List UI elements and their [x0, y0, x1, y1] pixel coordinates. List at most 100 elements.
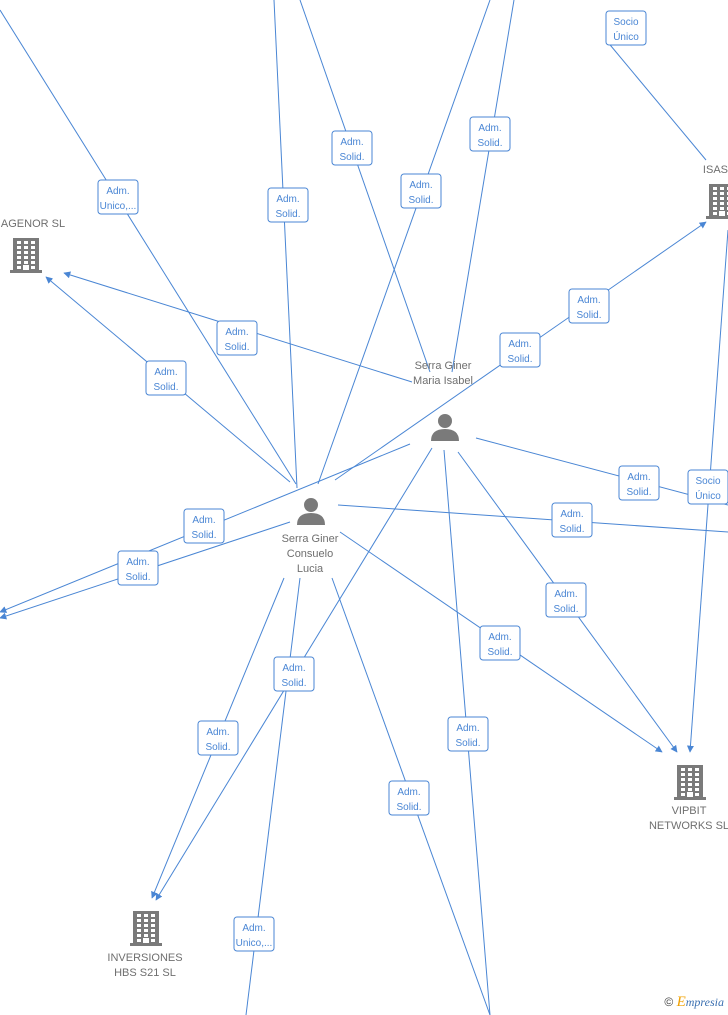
edge-label-text: Adm. — [282, 663, 305, 674]
edge-label-text: Único — [695, 489, 721, 502]
node-label: NETWORKS SL — [649, 820, 728, 832]
copyright-symbol: © — [664, 995, 674, 1009]
edge-label-text: Solid. — [626, 487, 651, 498]
edge-label-text: Único — [613, 30, 639, 43]
edge-line — [337, 504, 728, 533]
node-label: INVERSIONES — [107, 952, 182, 964]
edge-label[interactable]: Adm. Solid. — [267, 187, 309, 223]
edge-label-text: Adm. — [340, 137, 363, 148]
edge-label[interactable]: Adm. Unico,... — [97, 179, 139, 215]
edge-label-text: Solid. — [553, 604, 578, 615]
node-label: Lucia — [297, 563, 324, 575]
node-label: AGENOR SL — [1, 218, 65, 230]
nodes-layer: AGENOR SL ISAS VIPBIT NETWORKS SL INVERSIONE… — [1, 164, 728, 979]
edge-line — [475, 437, 728, 506]
edge-label-text: Adm. — [554, 589, 577, 600]
edge-label-text: Solid. — [153, 382, 178, 393]
edge-label[interactable]: Adm. Solid. — [447, 716, 489, 752]
edge-labels-layer: SocioÚnicoAdm.Solid.Adm.Solid.Adm.Solid.… — [97, 10, 728, 952]
brand-name: mpresia — [685, 995, 724, 1009]
edge-label-text: Solid. — [576, 310, 601, 321]
edge-label-text: Solid. — [396, 802, 421, 813]
edge-label-text: Adm. — [488, 632, 511, 643]
node-label: HBS S21 SL — [114, 967, 176, 979]
node-vipbit[interactable]: VIPBIT NETWORKS SL — [649, 765, 728, 832]
edge-label-text: Unico,... — [100, 201, 137, 212]
edge-label-text: Adm. — [154, 367, 177, 378]
edge-label[interactable]: Adm. Solid. — [469, 116, 511, 152]
edge-line — [605, 39, 707, 161]
edge-label-text: Solid. — [281, 678, 306, 689]
person-icon — [297, 498, 325, 525]
edge-label[interactable]: Adm. Solid. — [216, 320, 258, 356]
edge-label[interactable]: Adm. Solid. — [551, 502, 593, 538]
edge-label-text: Adm. — [508, 339, 531, 350]
edge-label-text: Adm. — [206, 727, 229, 738]
edge-label-text: Adm. — [126, 557, 149, 568]
empresia-watermark[interactable]: © Empresia — [664, 994, 724, 1011]
node-agenor[interactable]: AGENOR SL — [1, 218, 65, 273]
edge-label-text: Solid. — [205, 742, 230, 753]
edge-label-text: Adm. — [560, 509, 583, 520]
node-isas[interactable]: ISAS — [703, 164, 728, 219]
edge-line — [299, 0, 431, 373]
edge-label-text: Solid. — [507, 354, 532, 365]
edge-label-text: Solid. — [559, 524, 584, 535]
edge-label-text: Solid. — [275, 209, 300, 220]
edge-label-text: Adm. — [409, 180, 432, 191]
edge-label-text: Solid. — [125, 572, 150, 583]
node-label: Consuelo — [287, 548, 333, 560]
edge-label[interactable]: Adm. Solid. — [388, 780, 430, 816]
edge-label-text: Solid. — [487, 647, 512, 658]
edge-label-text: Adm. — [478, 123, 501, 134]
edge-label-text: Solid. — [191, 530, 216, 541]
node-inversiones[interactable]: INVERSIONES HBS S21 SL — [107, 911, 183, 979]
edge-label[interactable]: Adm. Solid. — [183, 508, 225, 544]
building-icon — [706, 184, 728, 219]
edge-label[interactable]: Adm. Solid. — [117, 550, 159, 586]
brand-initial: E — [676, 994, 686, 1010]
edge-label-text: Solid. — [477, 138, 502, 149]
edge-label-text: Unico,... — [236, 938, 273, 949]
edge-label[interactable]: Adm. Solid. — [145, 360, 187, 396]
node-label: ISAS — [703, 164, 728, 176]
edge-label[interactable]: Adm. Solid. — [197, 720, 239, 756]
edge-label[interactable]: Adm. Solid. — [331, 130, 373, 166]
edge-label-text: Adm. — [192, 515, 215, 526]
node-label: Serra Giner — [282, 533, 339, 545]
edge-label-text: Solid. — [408, 195, 433, 206]
node-label: VIPBIT — [672, 805, 707, 817]
edge-label-text: Adm. — [242, 923, 265, 934]
edge-label-text: Solid. — [455, 738, 480, 749]
person-icon — [431, 414, 459, 441]
edge-label-text: Socio — [695, 476, 720, 487]
edge-label-text: Solid. — [339, 152, 364, 163]
building-icon — [674, 765, 706, 800]
edge-label[interactable]: Adm. Solid. — [400, 173, 442, 209]
edge-label-text: Adm. — [397, 787, 420, 798]
edge-label[interactable]: Adm.Solid. — [568, 288, 610, 324]
edge-label-text: Adm. — [456, 723, 479, 734]
node-label: Serra Giner — [415, 360, 472, 372]
building-icon — [130, 911, 162, 946]
edge-label-text: Adm. — [225, 327, 248, 338]
edge-label[interactable]: Adm. Solid. — [479, 625, 521, 661]
edge-line — [273, 0, 298, 489]
edge-label[interactable]: Adm.Solid. — [618, 465, 660, 501]
edge-line — [317, 0, 491, 485]
edge-label[interactable]: Adm. Solid. — [273, 656, 315, 692]
edge-label[interactable]: Adm. Solid. — [545, 582, 587, 618]
building-icon — [10, 238, 42, 273]
edge-label-text: Socio — [613, 17, 638, 28]
edge-label-text: Adm. — [276, 194, 299, 205]
edge-label[interactable]: Adm. Unico,... — [233, 916, 275, 952]
node-label: Maria Isabel — [413, 375, 473, 387]
edge-label[interactable]: Adm. Solid. — [499, 332, 541, 368]
edge-label-text: Solid. — [224, 342, 249, 353]
edge-label-text: Adm. — [106, 186, 129, 197]
